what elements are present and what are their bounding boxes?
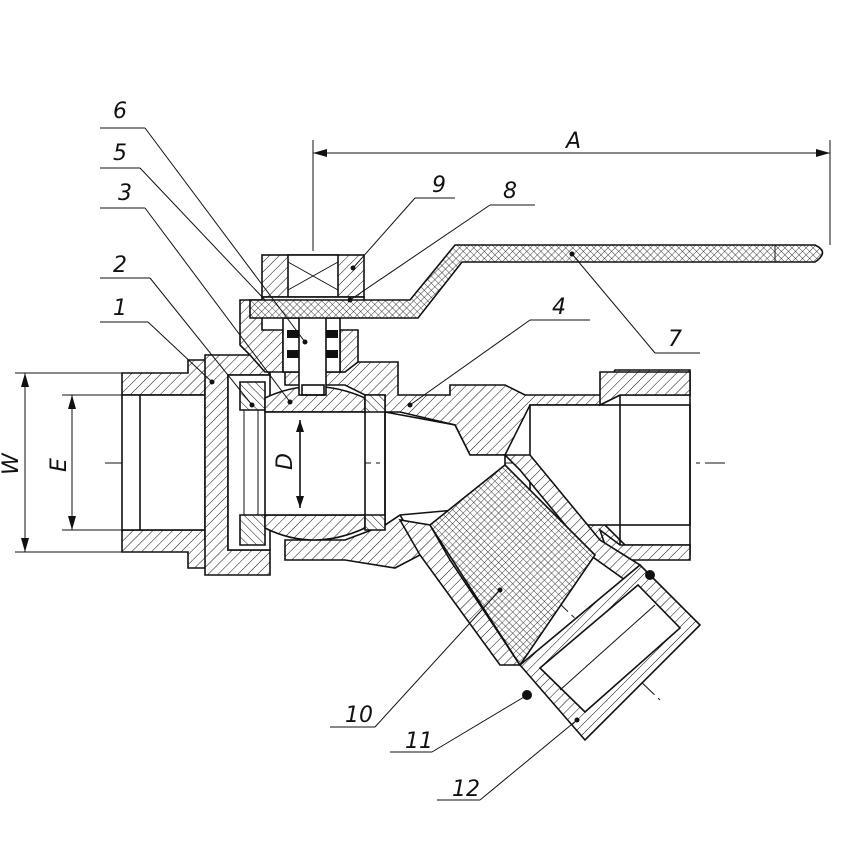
- part-label-11: 11: [405, 729, 433, 754]
- part-labels: 6 5 3 2 1 9 8 7 4 10 11 12: [113, 99, 682, 802]
- dimension-e-label: E: [47, 458, 72, 472]
- part-label-12: 12: [452, 777, 480, 802]
- dimension-e: E: [47, 394, 122, 531]
- valve-ball: [264, 385, 386, 541]
- dimension-d-label: D: [273, 453, 298, 470]
- part-label-1: 1: [113, 296, 127, 321]
- part-label-7: 7: [668, 327, 682, 352]
- leader-lines: [100, 127, 700, 801]
- part-label-3: 3: [118, 181, 132, 206]
- part-label-5: 5: [113, 141, 127, 166]
- dimension-w-label: W: [0, 452, 24, 475]
- part-label-6: 6: [113, 99, 127, 124]
- dimension-a: A: [312, 129, 831, 245]
- stem-nut: [261, 254, 365, 306]
- left-connector: [121, 354, 271, 576]
- lever-handle: [249, 244, 824, 319]
- part-label-4: 4: [552, 295, 566, 320]
- strainer-branch: [398, 454, 702, 742]
- dimension-a-label: A: [564, 129, 581, 154]
- part-label-8: 8: [503, 179, 517, 204]
- part-label-9: 9: [432, 173, 446, 198]
- part-label-2: 2: [113, 253, 127, 278]
- part-label-10: 10: [345, 703, 373, 728]
- dimension-w: W: [0, 372, 122, 553]
